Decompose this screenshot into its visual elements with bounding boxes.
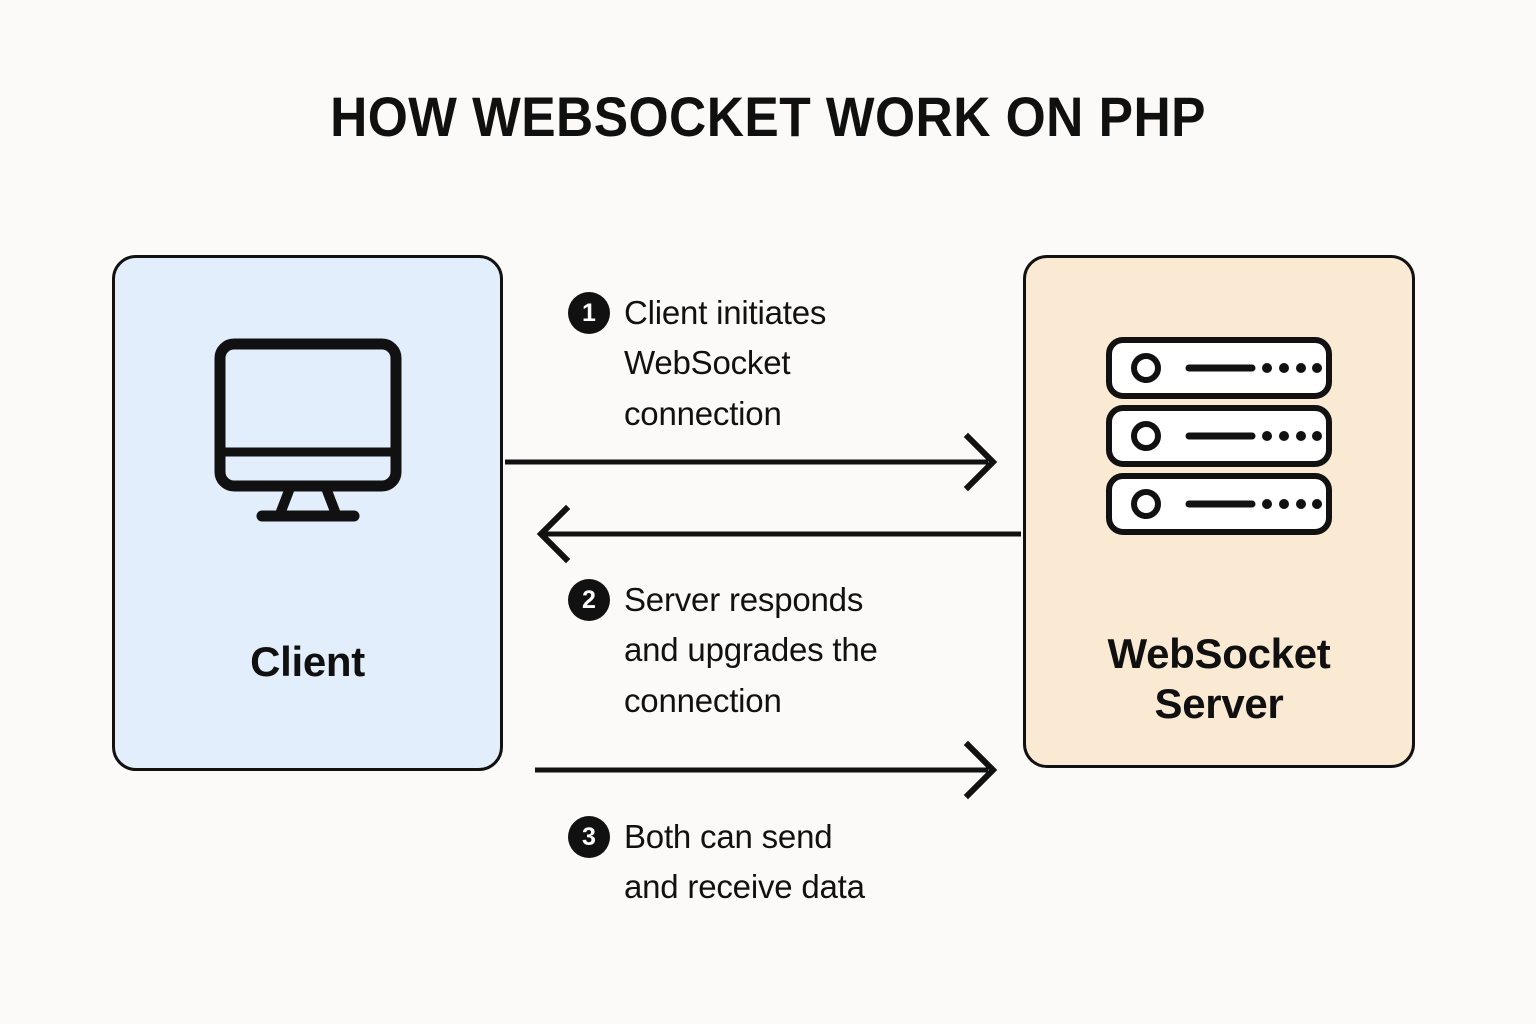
step-text-3-line1: Both can send [624, 818, 833, 855]
step-text-2-line1: Server responds [624, 581, 864, 618]
step-badge-3: 3 [568, 816, 610, 858]
node-client-label: Client [250, 638, 365, 685]
step-item-1: 1 Client initiates WebSocket connection [568, 288, 826, 439]
desktop-monitor-icon [210, 336, 406, 531]
arrow-server-to-client-2 [536, 504, 1021, 564]
step-text-2-line3: connection [624, 681, 782, 719]
page-title: HOW WEBSOCKET WORK ON PHP [330, 85, 1206, 148]
step-item-3: 3 Both can send and receive data [568, 812, 865, 913]
arrow-client-to-server-1 [505, 432, 998, 492]
step-text-1: Client initiates WebSocket connection [624, 288, 826, 439]
node-server-label: WebSocket Server [1108, 629, 1331, 728]
step-text-2: Server responds and upgrades the connect… [624, 575, 878, 726]
step-badge-1: 1 [568, 292, 610, 334]
step-text-3: Both can send and receive data [624, 812, 865, 913]
step-item-2: 2 Server responds and upgrades the conne… [568, 575, 878, 726]
node-server[interactable]: WebSocket Server [1023, 255, 1415, 768]
step-text-3-line2: and receive data [624, 868, 865, 906]
step-text-1-line1: Client initiates [624, 294, 827, 331]
node-client[interactable]: Client [112, 255, 503, 771]
arrow-client-to-server-3 [535, 740, 998, 800]
node-server-label-line1: WebSocket [1107, 630, 1331, 677]
server-rack-icon [1104, 336, 1334, 541]
node-server-label-line2: Server [1154, 679, 1284, 727]
step-badge-2: 2 [568, 579, 610, 621]
step-text-1-line3: connection [624, 394, 782, 432]
step-text-2-line2: and upgrades the [624, 631, 878, 669]
step-text-1-line2: WebSocket [624, 344, 791, 382]
